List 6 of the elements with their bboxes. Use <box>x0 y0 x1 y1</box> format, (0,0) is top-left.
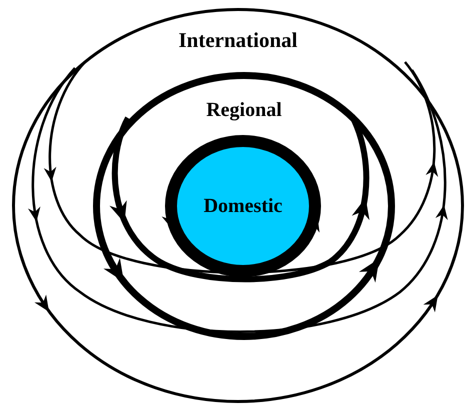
region-label: International <box>178 30 298 51</box>
middle-ellipse <box>93 72 395 340</box>
inner-circle <box>165 135 321 277</box>
region-label: Regional <box>206 100 282 120</box>
region-label: Domestic <box>204 196 282 216</box>
outer-ellipse <box>12 8 464 403</box>
